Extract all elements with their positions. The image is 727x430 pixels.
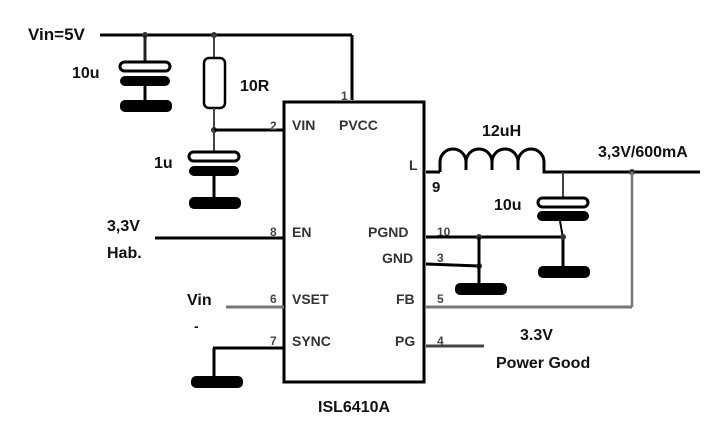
pin-label-gnd: GND xyxy=(382,250,413,266)
pin-label-vset: VSET xyxy=(292,291,329,307)
resistor-label: 10R xyxy=(240,78,270,95)
vin-supply-label: Vin=5V xyxy=(28,25,86,44)
gnd-wire xyxy=(425,262,480,268)
pin-num-5: 5 xyxy=(437,292,444,306)
en-label-line1: 3,3V xyxy=(107,218,140,235)
pin-num-8: 8 xyxy=(270,225,277,239)
inductor-label: 12uH xyxy=(482,123,521,140)
pin-num-2: 2 xyxy=(270,119,277,133)
input-capacitor xyxy=(118,35,172,112)
inductor xyxy=(426,147,562,174)
pin-num-1: 1 xyxy=(341,89,348,103)
output-capacitor-label: 10u xyxy=(494,197,522,214)
pin-label-vin: VIN xyxy=(292,117,315,133)
pin-label-pvcc: PVCC xyxy=(339,117,378,133)
pin-num-7: 7 xyxy=(270,334,277,348)
vin-capacitor-label: 1u xyxy=(154,155,173,172)
pin-label-en: EN xyxy=(292,224,311,240)
vset-dash-label: - xyxy=(194,318,199,334)
pin-label-pg: PG xyxy=(395,333,415,349)
junction-dot xyxy=(560,234,566,240)
pin-num-6: 6 xyxy=(270,292,277,306)
vin-capacitor xyxy=(187,130,241,209)
output-label: 3,3V/600mA xyxy=(598,144,688,161)
ground-symbol xyxy=(538,266,590,278)
pg-label-line2: Power Good xyxy=(496,355,590,372)
ground-symbol xyxy=(191,376,243,388)
output-capacitor xyxy=(536,172,590,278)
ic-body xyxy=(282,100,426,384)
pg-label-line1: 3.3V xyxy=(520,327,553,344)
ground-symbol xyxy=(120,100,172,112)
pin-num-9: 9 xyxy=(432,179,440,196)
ic-name: ISL6410A xyxy=(318,399,390,416)
filter-resistor xyxy=(202,35,227,130)
pin-label-pgnd: PGND xyxy=(368,224,408,240)
pin-num-4: 4 xyxy=(437,334,444,348)
en-label-line2: Hab. xyxy=(107,245,142,262)
pin-label-l: L xyxy=(409,157,418,173)
ground-symbol xyxy=(455,283,507,295)
pin-label-sync: SYNC xyxy=(292,333,331,349)
pin-num-3: 3 xyxy=(437,251,444,265)
vset-input-label: Vin xyxy=(187,292,212,309)
input-capacitor-label: 10u xyxy=(72,65,100,82)
pin-label-fb: FB xyxy=(396,291,415,307)
ground-symbol xyxy=(189,197,241,209)
